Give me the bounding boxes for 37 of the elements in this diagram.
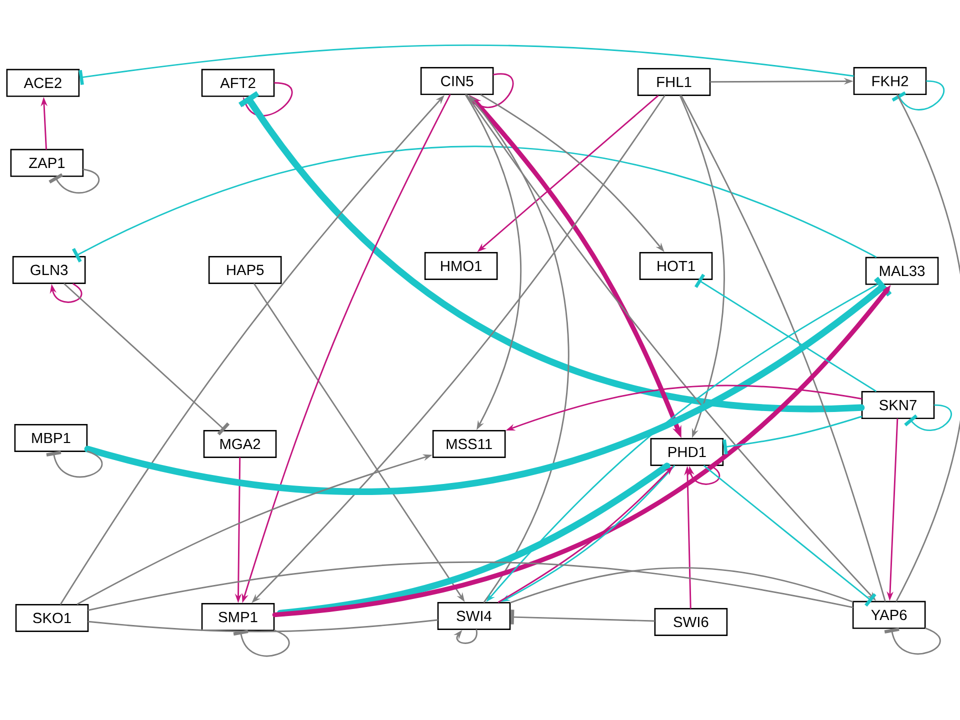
gene-box: MSS11	[432, 430, 506, 458]
self-loop	[904, 404, 952, 432]
self-loop	[50, 283, 82, 303]
gene-box: FKH2	[853, 67, 927, 96]
gene-box: HOT1	[639, 252, 713, 280]
gene-box: HMO1	[424, 252, 498, 280]
gene-box: FHL1	[637, 68, 711, 96]
gene-box: MBP1	[14, 424, 88, 452]
gene-box: MAL33	[865, 256, 939, 285]
gene-box: MGA2	[203, 430, 277, 458]
gene-box: SWI4	[437, 602, 511, 630]
line	[88, 619, 438, 632]
line	[88, 561, 854, 611]
gene-box: SWI6	[654, 608, 728, 636]
gene-box: GLN3	[12, 256, 86, 284]
line	[680, 95, 886, 602]
line	[510, 567, 854, 604]
gene-box: CIN5	[420, 67, 494, 96]
self-loop	[884, 628, 941, 654]
gene-box: SKN7	[861, 391, 935, 420]
bar-line	[78, 44, 854, 85]
self-loop	[454, 629, 478, 644]
gene-box: PHD1	[650, 438, 724, 466]
self-loop	[233, 630, 290, 657]
gene-box: ZAP1	[10, 148, 84, 177]
gene-box: ACE2	[6, 68, 80, 97]
bar-line	[722, 416, 862, 454]
gene-box: HAP5	[208, 256, 282, 284]
gene-box: YAP6	[852, 600, 926, 629]
self-loop	[46, 450, 103, 478]
self-loop	[688, 465, 720, 485]
gene-box: SKO1	[15, 604, 89, 632]
gene-box: SMP1	[201, 603, 275, 632]
line	[896, 94, 960, 602]
gene-box: AFT2	[201, 68, 275, 97]
bar-line	[510, 610, 655, 624]
self-loop	[48, 168, 100, 194]
